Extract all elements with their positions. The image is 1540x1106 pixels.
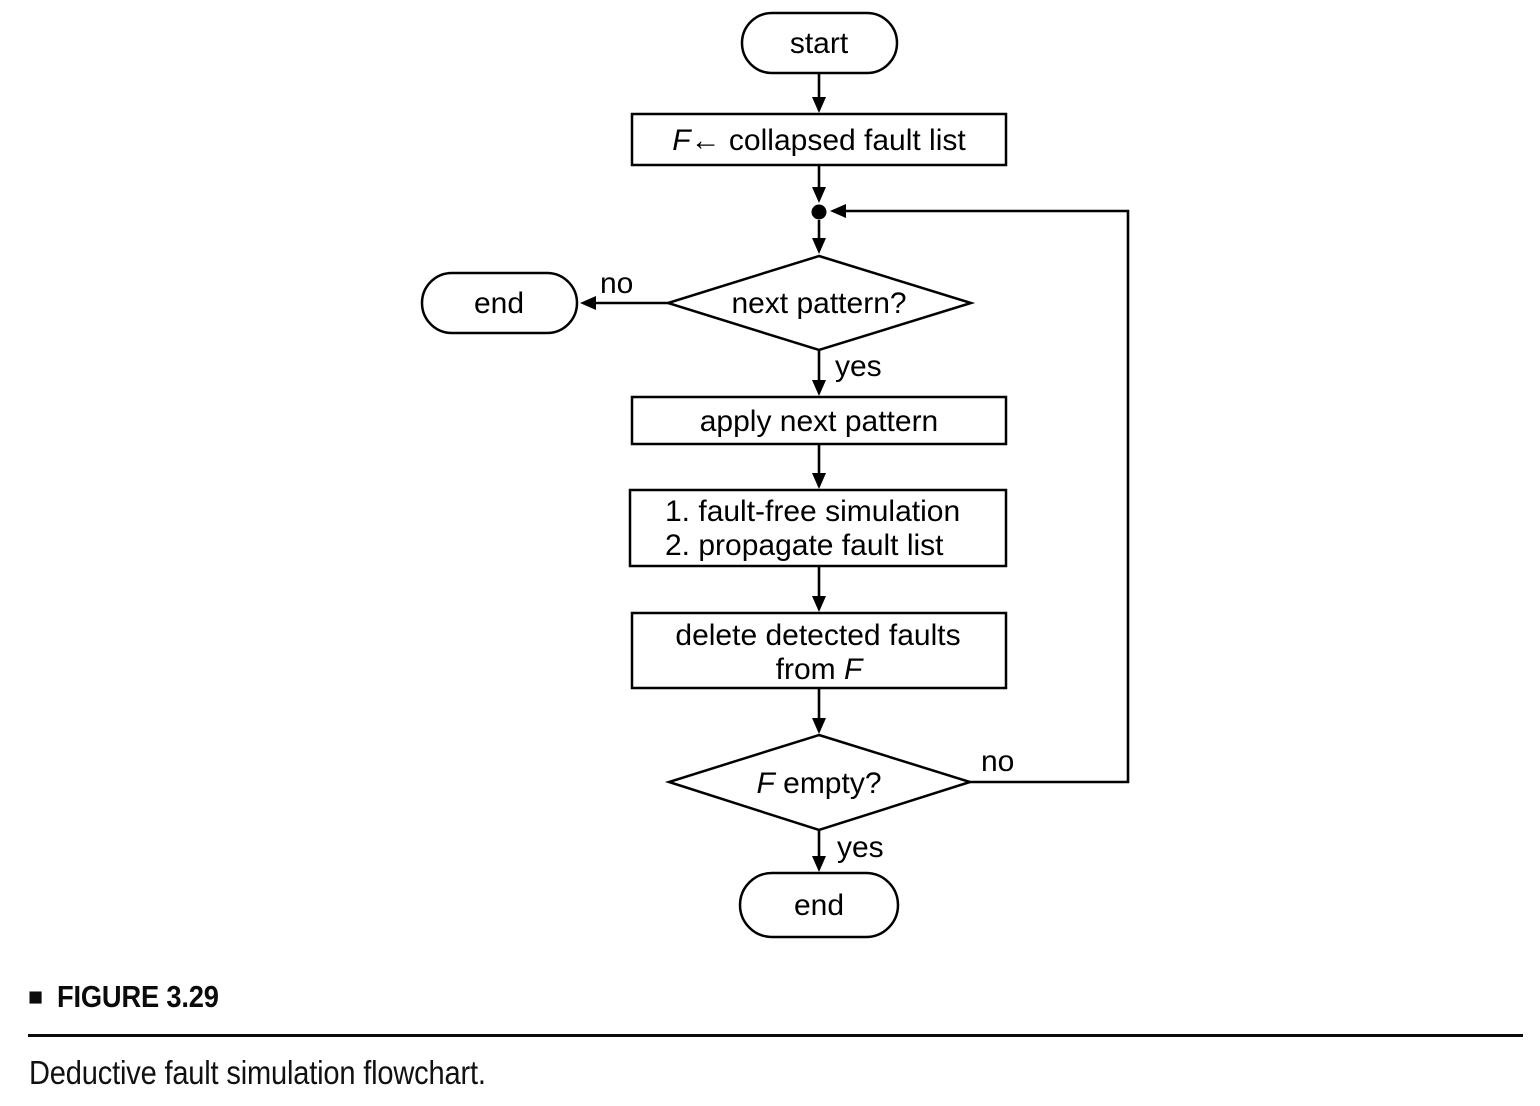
- figure-caption-text: Deductive fault simulation flowchart.: [29, 1054, 486, 1091]
- figure-label-row: ■ FIGURE 3.29: [28, 979, 241, 1014]
- end-bottom-label: end: [794, 889, 844, 922]
- collapsed-fault-list-text: ← collapsed fault list: [691, 124, 967, 157]
- node-next-pattern-decision: [663, 254, 976, 352]
- delete-faults-line1-label: delete detected faults: [675, 619, 960, 652]
- edge-label-yes-next-pattern: yes: [835, 350, 882, 383]
- node-start-terminal: [740, 11, 899, 75]
- delete-faults-line2-label: from F: [776, 653, 864, 686]
- figure-number-label: FIGURE 3.29: [57, 979, 219, 1014]
- node-simulation-process: [628, 488, 1008, 568]
- node-end-left-terminal: [420, 271, 579, 335]
- empty-text: empty?: [775, 767, 882, 800]
- node-end-bottom-terminal: [738, 871, 900, 939]
- node-delete-detected-faults-process: [630, 611, 1008, 690]
- f-empty-label: F empty?: [756, 767, 881, 800]
- edge-label-no-f-empty: no: [981, 745, 1014, 778]
- junction-dot: [811, 204, 827, 220]
- simulation-step2-label: 2. propagate fault list: [665, 529, 944, 562]
- from-text: from: [776, 653, 844, 686]
- f-variable: F: [672, 124, 692, 157]
- f-variable: F: [844, 653, 864, 686]
- end-left-label: end: [474, 287, 524, 320]
- simulation-step1-label: 1. fault-free simulation: [665, 495, 960, 528]
- edge-label-yes-f-empty: yes: [837, 831, 884, 864]
- start-label: start: [790, 27, 849, 60]
- node-collapsed-fault-list-process: [630, 112, 1008, 167]
- edge-label-no-next-pattern: no: [600, 267, 633, 300]
- apply-next-pattern-label: apply next pattern: [700, 405, 939, 438]
- node-apply-next-pattern-process: [630, 395, 1008, 446]
- flowchart-figure: start F← collapsed fault list next patte…: [420, 11, 1130, 939]
- collapsed-fault-list-label: F← collapsed fault list: [672, 124, 966, 157]
- edge-f-empty-no-feedback-loop: [830, 204, 1130, 784]
- square-bullet-icon: ■: [28, 982, 44, 1011]
- next-pattern-label: next pattern?: [731, 287, 906, 320]
- caption-divider-rule: [28, 1034, 1523, 1037]
- f-variable: F: [756, 767, 776, 800]
- node-f-empty-decision: [664, 733, 975, 832]
